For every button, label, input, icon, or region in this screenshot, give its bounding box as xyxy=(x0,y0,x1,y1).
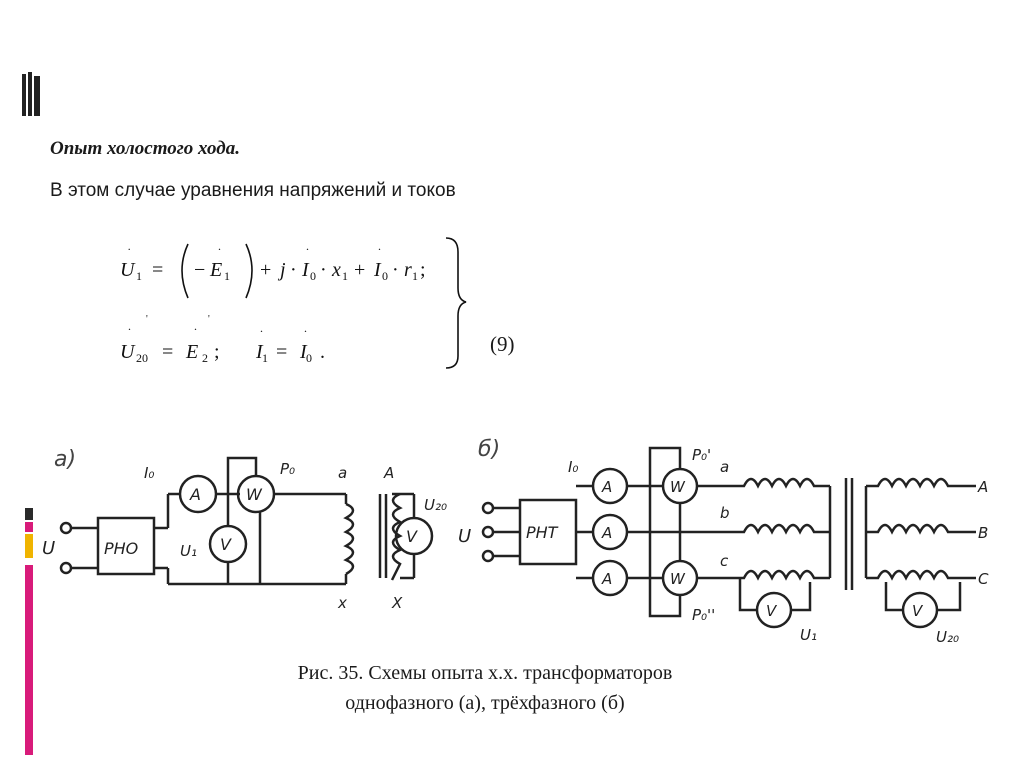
svg-text:V: V xyxy=(912,602,924,620)
svg-text:PHT: PHT xyxy=(526,523,559,542)
svg-text:U₁: U₁ xyxy=(800,626,817,644)
accent-stripe-pink xyxy=(25,565,33,755)
svg-text:0: 0 xyxy=(306,351,312,365)
accent-stripe-dark xyxy=(25,508,33,520)
svg-text:1: 1 xyxy=(262,351,268,365)
svg-text:·: · xyxy=(392,259,399,281)
svg-text:=: = xyxy=(162,341,173,363)
svg-text:1: 1 xyxy=(342,269,348,283)
svg-text:b: b xyxy=(720,504,730,522)
svg-text:A: A xyxy=(601,570,612,588)
intro-text: В этом случае уравнения напряжений и ток… xyxy=(50,180,456,201)
svg-text:A: A xyxy=(189,485,201,504)
svg-text:I: I xyxy=(373,259,382,281)
svg-text:1: 1 xyxy=(136,269,142,283)
svg-text:I₀: I₀ xyxy=(144,464,154,482)
svg-text:.: . xyxy=(320,341,325,363)
svg-text:B: B xyxy=(978,524,988,542)
svg-text:j: j xyxy=(277,259,286,281)
svg-text:1: 1 xyxy=(412,269,418,283)
svg-text:1: 1 xyxy=(224,269,230,283)
svg-text:=: = xyxy=(152,259,163,281)
svg-text:x: x xyxy=(331,259,341,281)
svg-text:.: . xyxy=(218,239,221,253)
accent-stripe-yellow xyxy=(25,534,33,558)
svg-text:+: + xyxy=(260,259,271,281)
svg-text:P₀: P₀ xyxy=(280,460,295,478)
circuit-diagrams: a) U PHO I₀ A W P₀ a V U₁ xyxy=(42,437,989,646)
svg-text:A: A xyxy=(601,478,612,496)
decorative-bars xyxy=(22,72,40,116)
svg-text:I: I xyxy=(255,341,264,363)
svg-text:=: = xyxy=(276,341,287,363)
svg-text:x: x xyxy=(337,594,347,612)
caption-line-2: однофазного (а), трёхфазного (б) xyxy=(345,692,625,714)
svg-text:C: C xyxy=(978,570,989,588)
svg-text:б): б) xyxy=(478,437,500,462)
svg-text:A: A xyxy=(601,524,612,542)
svg-text:I₀: I₀ xyxy=(568,458,578,476)
svg-text:;: ; xyxy=(214,341,220,363)
equation-number: (9) xyxy=(490,332,515,356)
accent-stripe-pink-small xyxy=(25,522,33,532)
svg-text:a: a xyxy=(338,464,347,482)
svg-text:a): a) xyxy=(54,447,76,472)
svg-text:U: U xyxy=(458,526,471,547)
svg-text:W: W xyxy=(670,478,686,496)
svg-text:c: c xyxy=(720,552,729,570)
svg-text:': ' xyxy=(208,314,210,325)
figure-caption: Рис. 35. Схемы опыта х.х. трансформаторо… xyxy=(230,658,740,718)
svg-text:.: . xyxy=(128,239,131,253)
svg-text:2: 2 xyxy=(202,351,208,365)
svg-text:PHO: PHO xyxy=(104,539,138,558)
svg-text:.: . xyxy=(306,239,309,253)
svg-text:E: E xyxy=(209,259,222,281)
svg-text:E: E xyxy=(185,341,198,363)
svg-text:A: A xyxy=(977,478,988,496)
svg-text:U₂₀: U₂₀ xyxy=(936,628,959,646)
svg-text:W: W xyxy=(246,485,263,504)
section-heading: Опыт холостого хода. xyxy=(50,138,240,159)
svg-text:U: U xyxy=(42,538,55,559)
svg-text:A: A xyxy=(383,464,394,482)
svg-text:.: . xyxy=(260,321,263,335)
svg-text:.: . xyxy=(378,239,381,253)
svg-text:P₀': P₀' xyxy=(692,446,711,464)
svg-text:V: V xyxy=(220,535,232,554)
svg-text:V: V xyxy=(406,527,418,546)
svg-text:.: . xyxy=(128,319,131,333)
svg-text:U₁: U₁ xyxy=(180,542,197,560)
svg-text:U₂₀: U₂₀ xyxy=(424,496,447,514)
svg-text:+: + xyxy=(354,259,365,281)
svg-text:X: X xyxy=(391,594,403,612)
svg-text:−: − xyxy=(194,259,205,281)
svg-text:20: 20 xyxy=(136,351,148,365)
caption-line-1: Рис. 35. Схемы опыта х.х. трансформаторо… xyxy=(297,662,673,684)
svg-text:·: · xyxy=(290,259,297,281)
svg-text:P₀'': P₀'' xyxy=(692,606,715,624)
svg-text:V: V xyxy=(766,602,778,620)
svg-text:0: 0 xyxy=(310,269,316,283)
svg-text:': ' xyxy=(146,314,148,325)
svg-text:.: . xyxy=(194,319,197,333)
svg-text:.: . xyxy=(304,321,307,335)
svg-text:·: · xyxy=(320,259,327,281)
svg-text:r: r xyxy=(404,259,412,281)
svg-text:;: ; xyxy=(420,259,426,281)
equation-system: U . 1 = − E . 1 + j · I . 0 · x 1 + I . … xyxy=(120,237,467,369)
svg-text:a: a xyxy=(720,458,729,476)
svg-text:I: I xyxy=(299,341,308,363)
svg-text:U: U xyxy=(120,259,136,281)
svg-text:U: U xyxy=(120,341,136,363)
svg-text:0: 0 xyxy=(382,269,388,283)
svg-text:W: W xyxy=(670,570,686,588)
svg-text:I: I xyxy=(301,259,310,281)
